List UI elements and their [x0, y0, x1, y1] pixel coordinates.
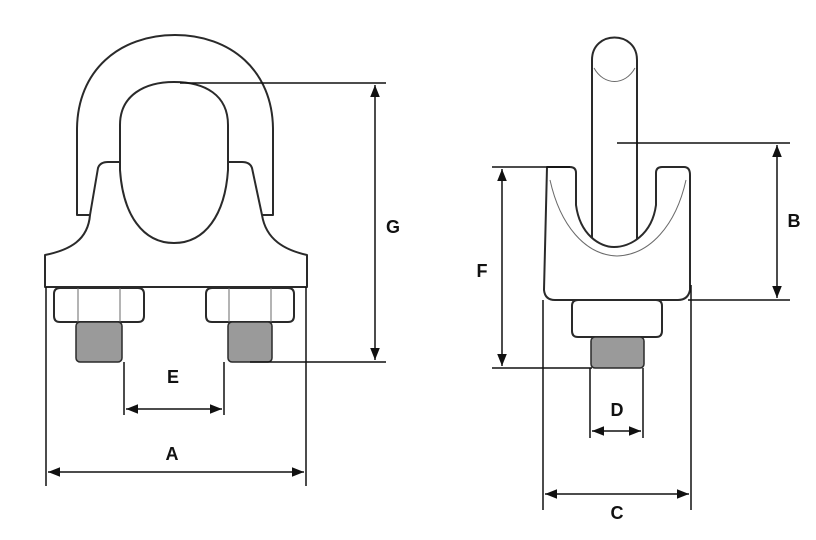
side-view — [543, 36, 691, 369]
dimension-C: C — [542, 285, 692, 523]
side-thread — [590, 336, 645, 369]
label-C: C — [611, 503, 624, 523]
u-bolt-inner-loop — [119, 81, 229, 244]
saddle-side — [543, 166, 691, 301]
u-bolt-leg — [591, 36, 638, 251]
dimension-A: A — [45, 287, 307, 486]
dimension-E: E — [123, 362, 225, 415]
dimension-D: D — [589, 368, 644, 438]
side-nut — [571, 299, 663, 338]
left-thread — [75, 321, 123, 363]
right-thread — [227, 321, 273, 363]
label-B: B — [788, 211, 801, 231]
dimension-G: G — [180, 82, 400, 363]
dimension-B: B — [617, 142, 801, 301]
label-D: D — [611, 400, 624, 420]
label-A: A — [166, 444, 179, 464]
left-nut — [53, 287, 145, 323]
label-F: F — [477, 261, 488, 281]
dimension-F: F — [477, 166, 592, 369]
right-nut — [205, 287, 295, 323]
label-E: E — [167, 367, 179, 387]
front-view — [44, 34, 308, 363]
label-G: G — [386, 217, 400, 237]
